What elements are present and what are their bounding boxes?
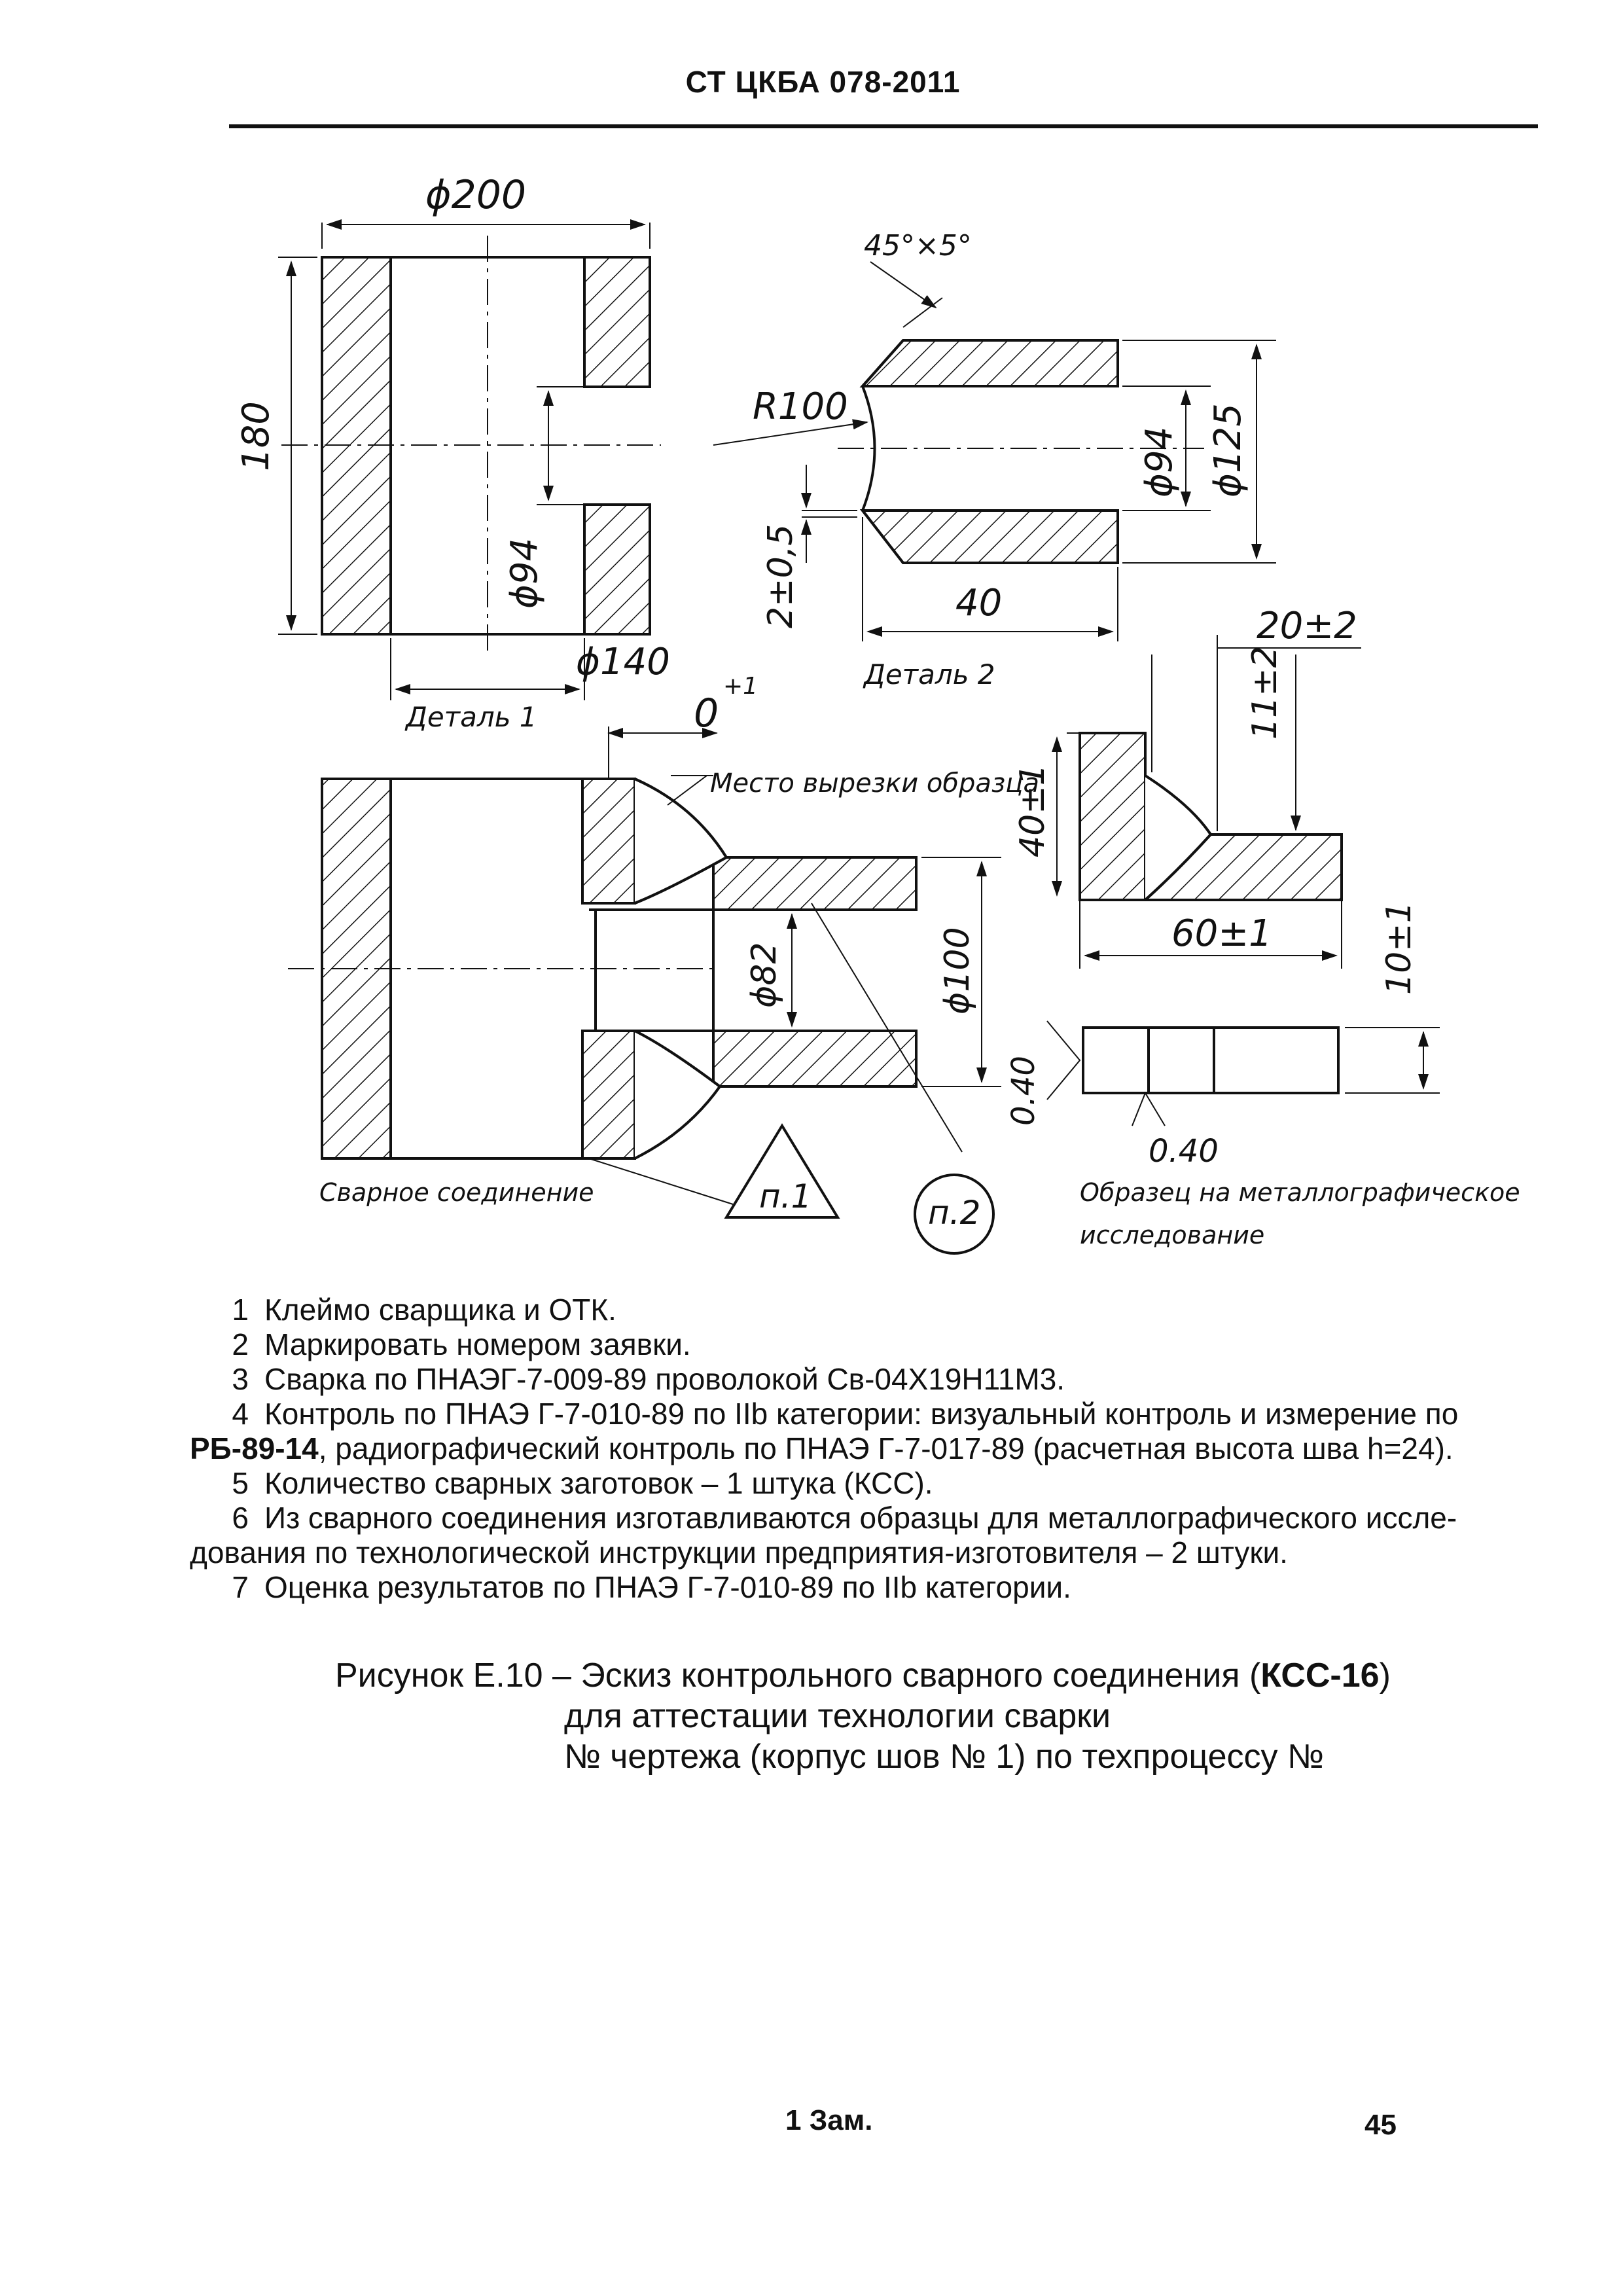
- dim-60pm1: 60±1: [1171, 912, 1272, 955]
- figure-caption-line3: № чертежа (корпус шов № 1) по техпроцесс…: [564, 1738, 1324, 1776]
- note-item-continuation: РБ-89-14, радиографический контроль по П…: [190, 1431, 1454, 1465]
- dim-d94-left: ϕ94: [503, 538, 546, 609]
- page-number: 45: [1364, 2109, 1397, 2141]
- dim-40: 40: [955, 582, 1002, 624]
- part2-label: Деталь 2: [863, 658, 995, 691]
- dim-chamfer: 45°×5°: [864, 229, 972, 262]
- roughness-left: 0.40: [1005, 1056, 1042, 1126]
- dim-r100: R100: [753, 386, 848, 428]
- detail-2-sketch: [713, 261, 1276, 641]
- dim-gap: 0: [694, 691, 719, 736]
- dim-d125: ϕ125: [1207, 403, 1249, 497]
- marker-1-label: п.1: [759, 1177, 812, 1215]
- dim-d82: ϕ82: [745, 942, 784, 1008]
- dim-d200: ϕ200: [425, 172, 526, 218]
- part1-label: Деталь 1: [404, 701, 537, 733]
- detail-1-sketch: [278, 219, 661, 700]
- marker-2-label: п.2: [928, 1194, 980, 1232]
- dim-gap-sup: +1: [723, 673, 758, 700]
- weld-label: Сварное соединение: [319, 1178, 594, 1207]
- technical-drawing: ϕ200 180 ϕ94 ϕ140 Деталь 1 45°×5° R100 ϕ…: [235, 172, 1520, 1255]
- dim-11pm2: 11±2: [1245, 646, 1285, 740]
- dim-10pm1: 10±1: [1380, 901, 1419, 995]
- note-item-continuation: дования по технологической инструкции пр…: [190, 1535, 1288, 1570]
- sample-label-2: исследование: [1080, 1221, 1264, 1249]
- sample-sketch: [1046, 1020, 1440, 1126]
- header-rule: [229, 124, 1538, 128]
- figure-caption-line1: Рисунок Е.10 – Эскиз контрольного сварно…: [335, 1657, 1391, 1695]
- dim-d94-right: ϕ94: [1138, 427, 1181, 497]
- marker-circle: [914, 1174, 995, 1255]
- dim-d140: ϕ140: [576, 641, 670, 683]
- dim-20pm2: 20±2: [1257, 605, 1357, 647]
- dim-d100: ϕ100: [938, 927, 977, 1014]
- weld-joint-sketch: [288, 726, 1001, 1205]
- document-header: СТ ЦКБА 078-2011: [0, 64, 1623, 99]
- marker-triangle: [724, 1123, 840, 1219]
- dim-2pm05: 2±0,5: [761, 524, 800, 628]
- dim-40pm1: 40±1: [1013, 764, 1052, 857]
- roughness-bottom: 0.40: [1149, 1133, 1219, 1170]
- dim-180: 180: [235, 401, 277, 471]
- cut-label: Место вырезки образца: [710, 768, 1039, 798]
- t-joint-sketch: [1052, 635, 1361, 969]
- change-note: 1 Зам.: [785, 2104, 873, 2136]
- standard-code: СТ ЦКБА 078-2011: [685, 65, 961, 99]
- figure-caption-line2: для аттестации технологии сварки: [564, 1697, 1111, 1735]
- sample-label-1: Образец на металлографическое: [1080, 1178, 1520, 1207]
